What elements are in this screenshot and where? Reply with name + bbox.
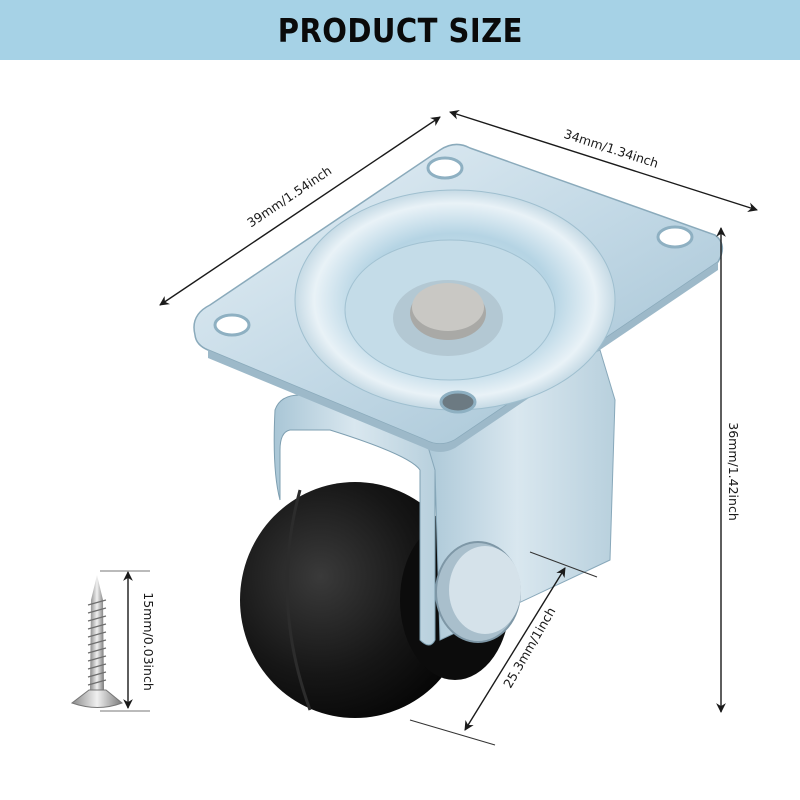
height-label: 36mm/1.42inch [725,422,741,521]
dimension-lines [100,110,758,746]
wheel-width-arrow [464,567,566,731]
plate-depth-arrow [449,110,758,212]
top-mounting-plate [193,143,724,452]
axle-cap [435,541,521,643]
header-banner: PRODUCT SIZE [0,0,800,60]
screw-length-label: 15mm/0.03inch [140,592,156,691]
screw [70,575,123,708]
plate-width-arrow [159,116,441,306]
page-title: PRODUCT SIZE [277,10,523,50]
